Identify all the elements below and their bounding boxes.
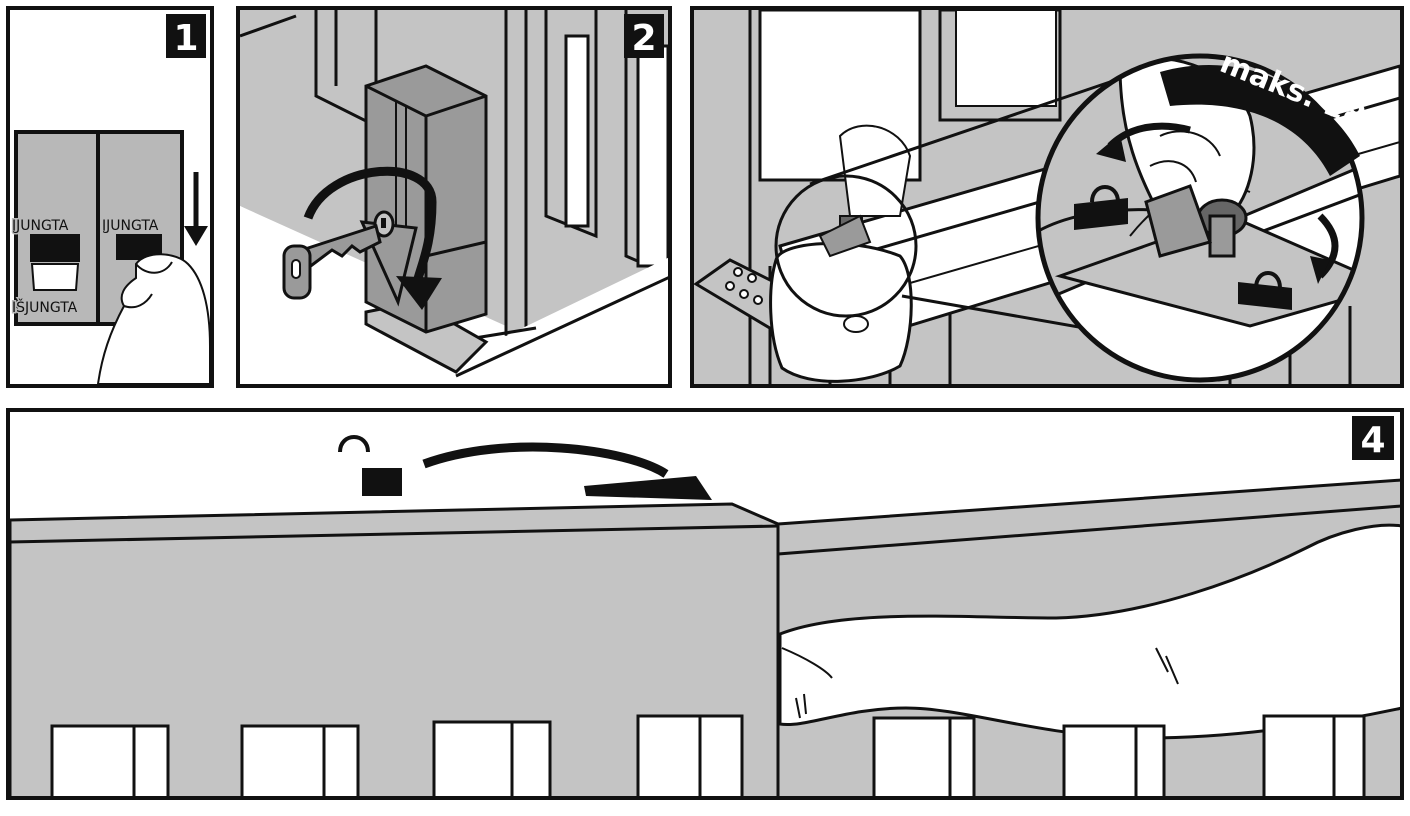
panel-4: 4 [6,408,1404,800]
panel-2: 2 [236,6,672,388]
switch-off-label: IŠJUNGTA [12,298,78,316]
left-switch-toggle [30,234,80,262]
panel-number: 1 [173,18,198,59]
panel-number: 2 [631,18,656,59]
switch-on-label-left: ĮJUNGTA [12,218,69,234]
panel-1: 1 ĮJUNGTA ĮJUNGTA IŠJUNGTA [6,6,214,388]
panel-number: 4 [1360,420,1385,461]
panel-3: maks. 180° [690,6,1404,388]
switch-on-label-right: ĮJUNGTA [102,218,159,234]
